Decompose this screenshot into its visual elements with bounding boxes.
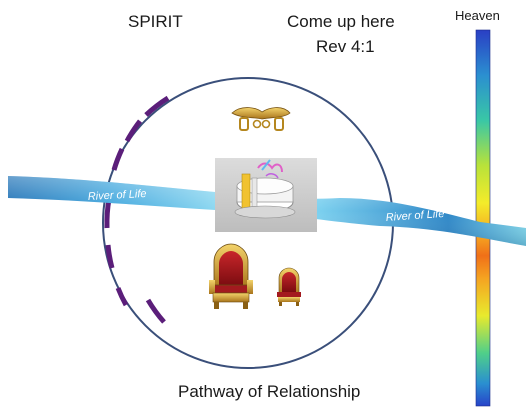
scripture-reference: Rev 4:1 [316, 37, 375, 56]
throne-icon [277, 267, 301, 306]
come-up-here-label: Come up here [287, 12, 395, 31]
throne-icon [209, 243, 253, 309]
heaven-bar [475, 29, 491, 407]
ark-of-covenant-icon [231, 107, 291, 131]
heaven-label: Heaven [455, 8, 500, 23]
river-label-right: River of Life [385, 208, 444, 224]
purple-arc-marks [104, 95, 170, 324]
altar-icon [215, 158, 317, 232]
spirit-label: SPIRIT [128, 12, 183, 31]
pathway-label: Pathway of Relationship [178, 382, 361, 401]
river-label-left: River of Life [88, 188, 147, 203]
